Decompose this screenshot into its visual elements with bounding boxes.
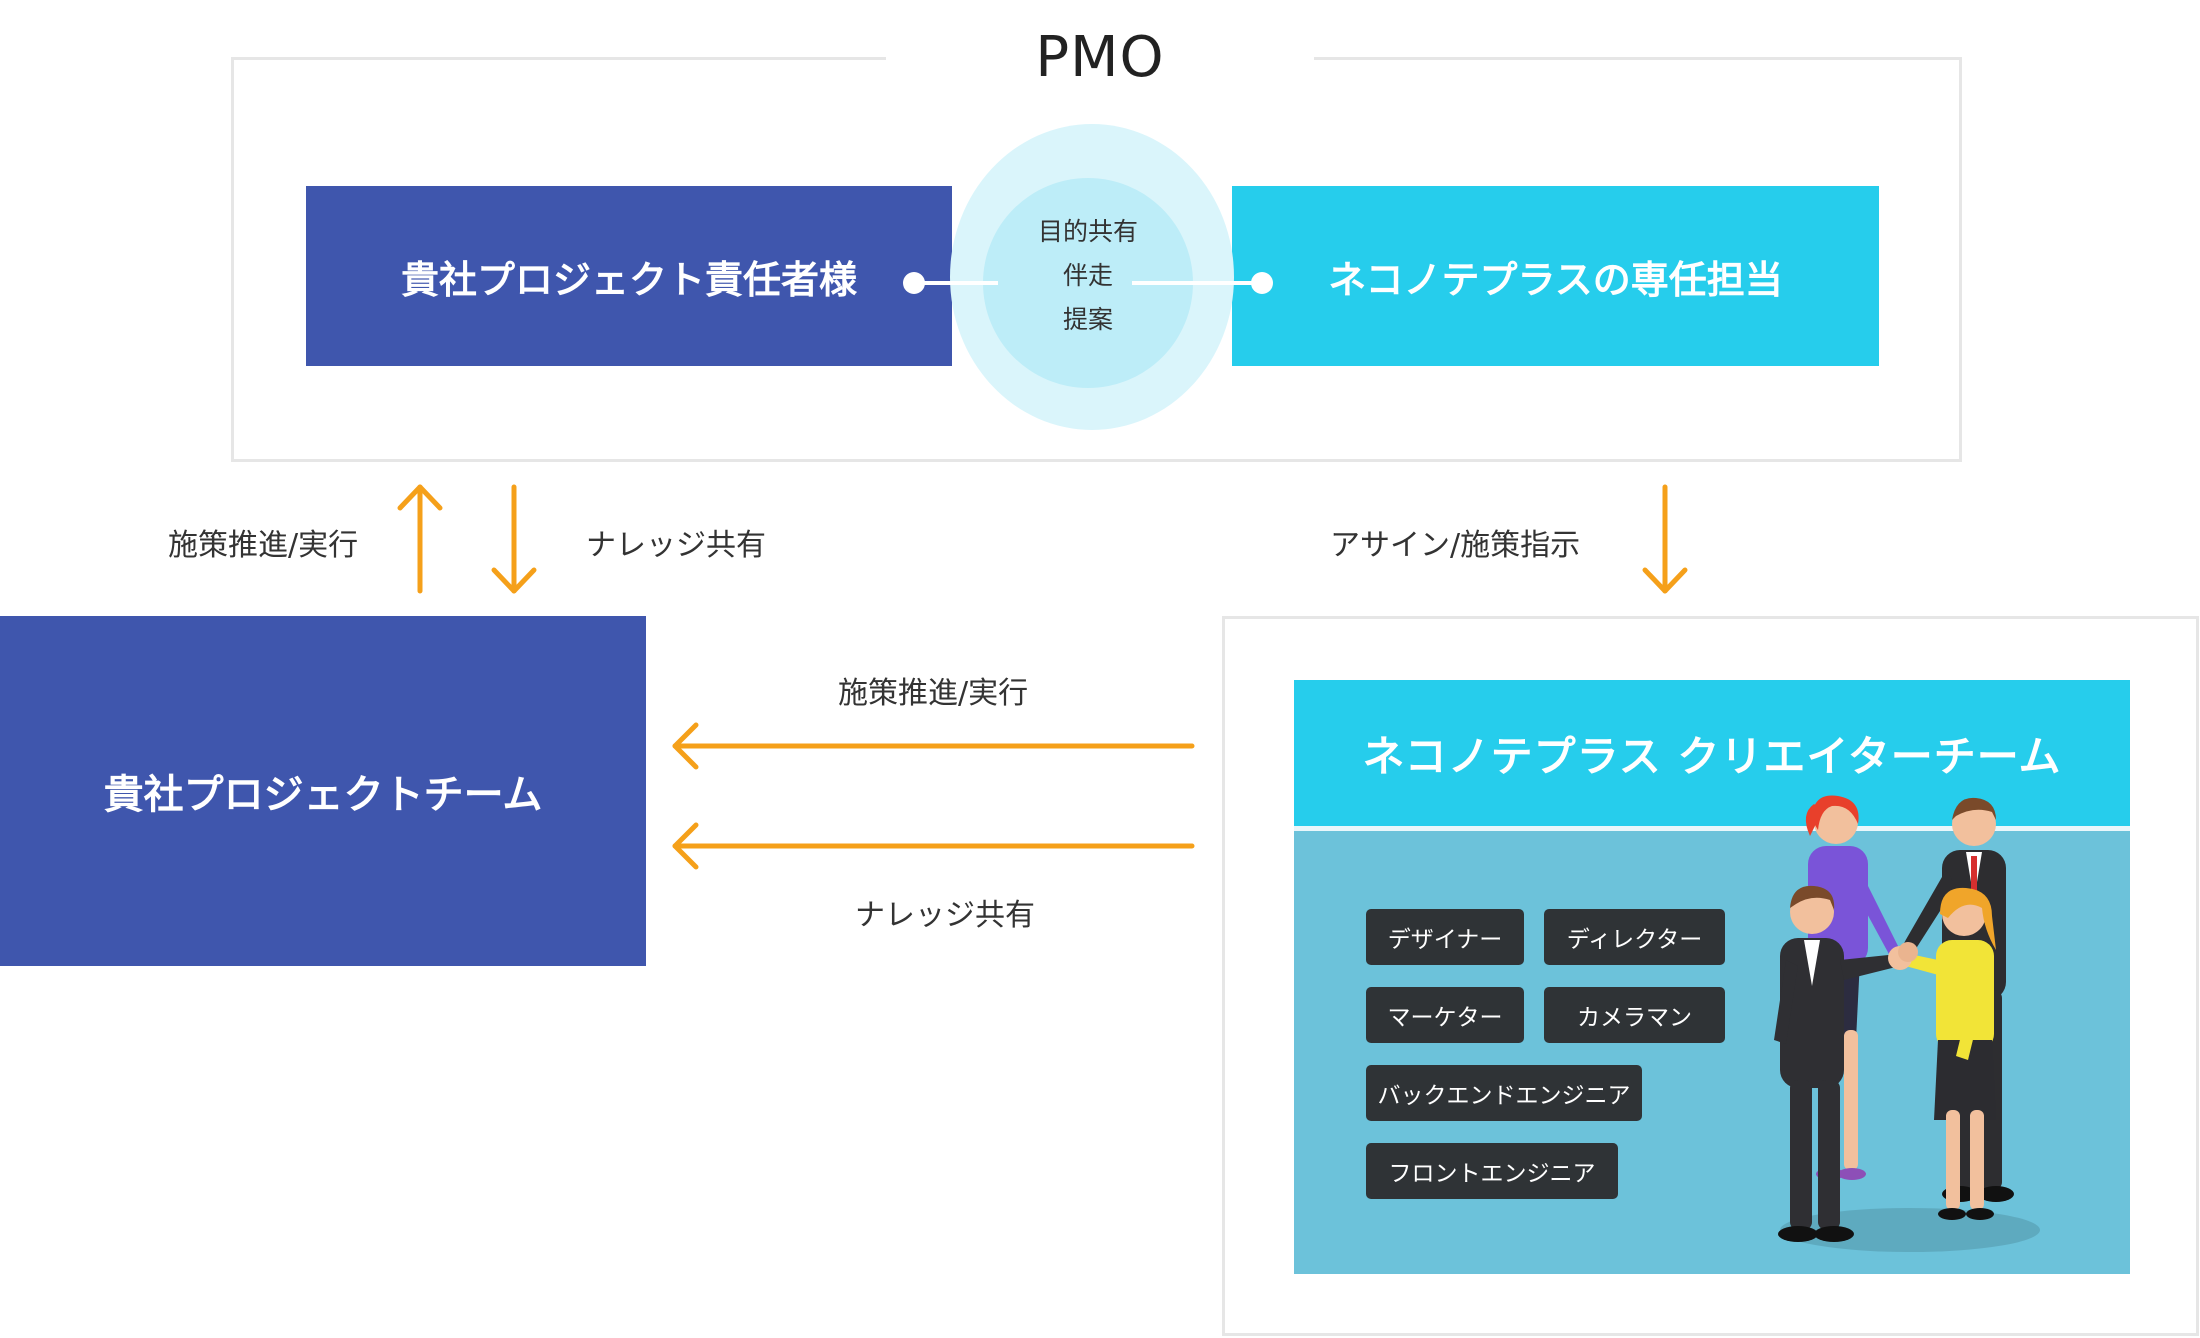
shared-action: 伴走 (1062, 261, 1113, 290)
client-lead-box: 貴社プロジェクト責任者様 (306, 186, 952, 366)
flow-label-knowledge: ナレッジ共有 (586, 528, 766, 563)
creator-team-title: ネコノテプラス クリエイターチーム (1294, 680, 2130, 826)
neco-lead-box: ネコノテプラスの専任担当 (1232, 186, 1879, 366)
arrow-down-icon (1642, 484, 1688, 594)
creator-team-divider (1294, 826, 2130, 831)
role-chip: フロントエンジニア (1366, 1143, 1618, 1199)
team-huddle-icon (1774, 795, 2040, 1252)
team-huddle-illustration (1774, 795, 2040, 1252)
connector-line-right (1132, 281, 1262, 285)
pmo-title-background (886, 20, 1314, 94)
shared-actions-list: 目的共有 伴走 提案 (983, 210, 1193, 342)
role-chip: デザイナー (1366, 909, 1524, 965)
pmo-title: PMO (1035, 24, 1165, 90)
role-chip: ディレクター (1544, 909, 1725, 965)
arrow-up-icon (397, 484, 443, 594)
arrow-down-icon (491, 484, 537, 594)
connector-line-left (914, 281, 998, 285)
shared-action: 目的共有 (1037, 217, 1138, 246)
creator-team-frame (1222, 616, 2199, 1336)
arrow-left-icon (672, 722, 1195, 770)
shared-action: 提案 (1062, 305, 1113, 334)
flow-label-execute: 施策推進/実行 (168, 528, 359, 563)
role-chip: バックエンドエンジニア (1366, 1065, 1642, 1121)
connector-dot-right (1251, 272, 1273, 294)
role-chip: マーケター (1366, 987, 1524, 1043)
arrow-left-icon (672, 822, 1195, 870)
flow-label-assign: アサイン/施策指示 (1330, 528, 1581, 563)
role-chip: カメラマン (1544, 987, 1725, 1043)
flow-label-knowledge: ナレッジ共有 (855, 898, 1035, 933)
flow-label-execute: 施策推進/実行 (838, 676, 1029, 711)
client-team-box: 貴社プロジェクトチーム (0, 616, 646, 966)
